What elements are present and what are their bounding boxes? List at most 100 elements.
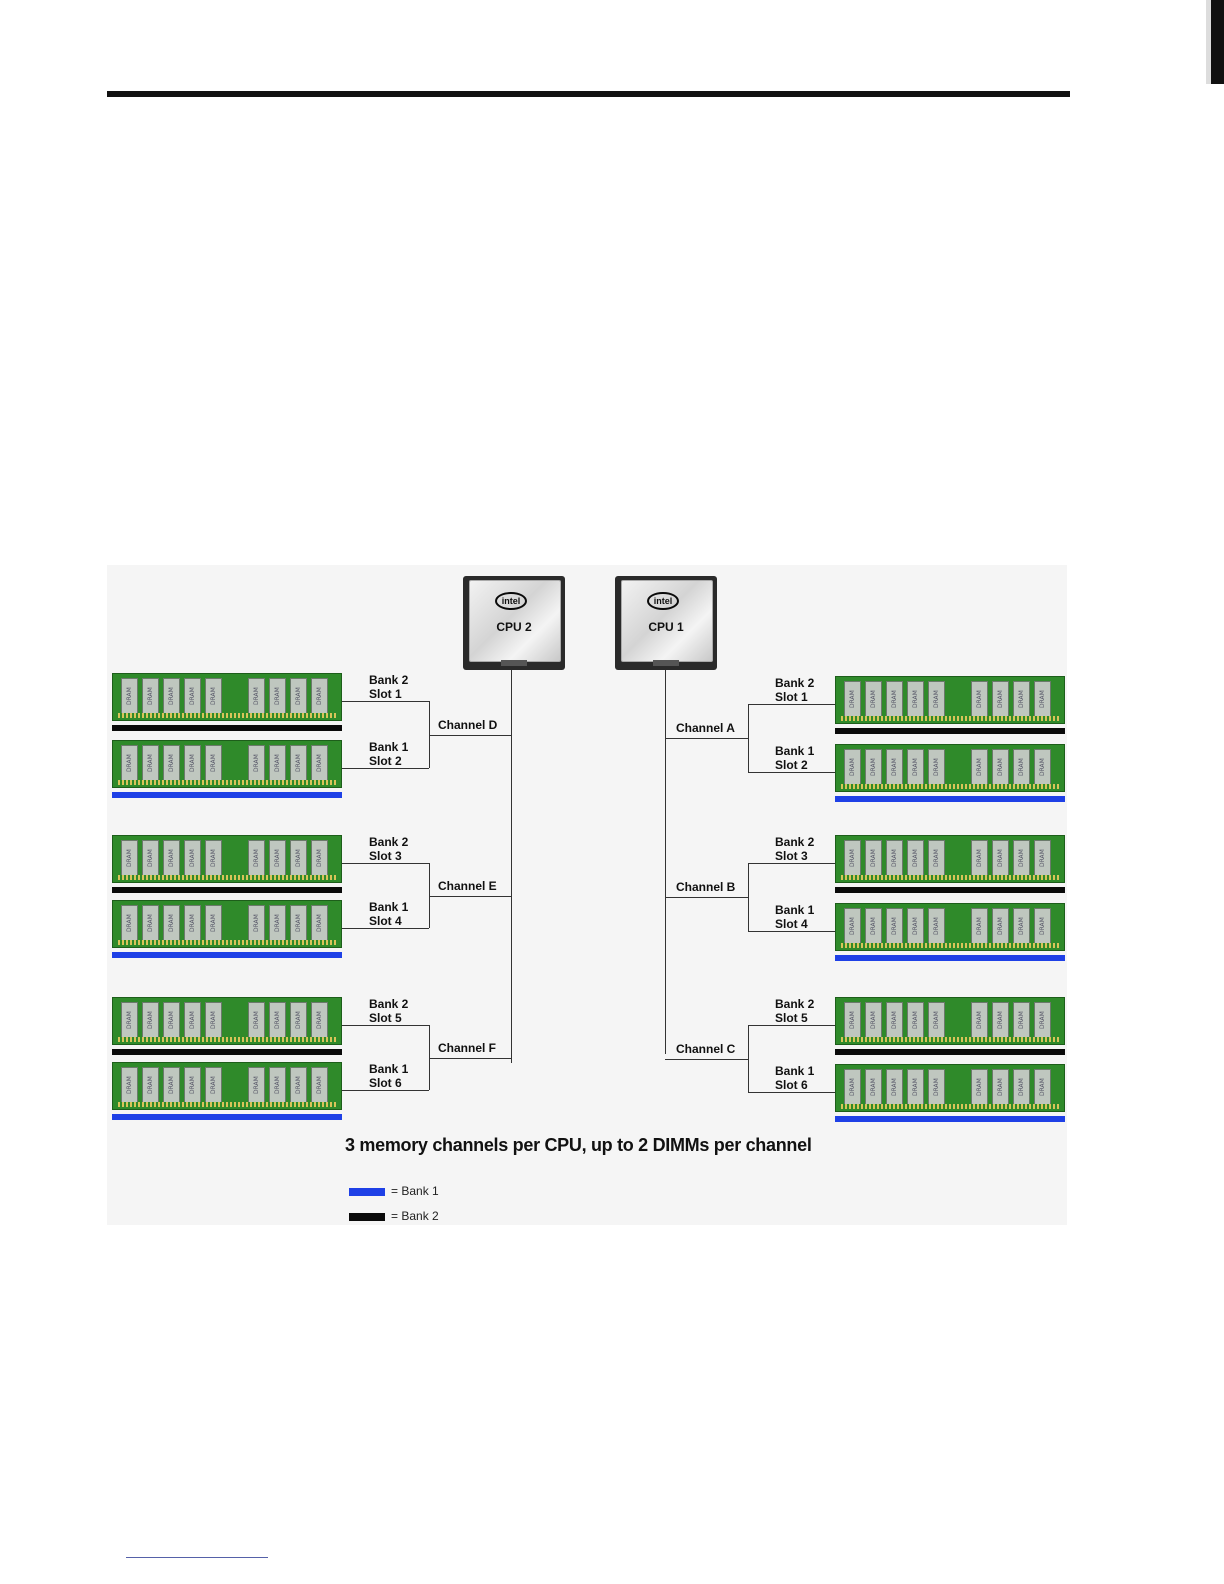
dram-chip: DRAM — [142, 905, 159, 941]
dram-chip: DRAM — [121, 1002, 138, 1038]
dram-chip: DRAM — [1013, 749, 1030, 785]
channel-label: Channel F — [438, 1041, 497, 1055]
dram-chip: DRAM — [865, 749, 882, 785]
page-edge-mark — [1206, 0, 1224, 84]
bank-stripe — [112, 1114, 342, 1120]
dram-chip: DRAM — [992, 749, 1009, 785]
dram-chip: DRAM — [1034, 681, 1051, 717]
dram-chip: DRAM — [269, 840, 286, 876]
legend-bank2-swatch — [349, 1213, 385, 1221]
dimm-connector-line — [748, 772, 835, 773]
dram-chip: DRAM — [844, 1002, 861, 1038]
dimm-connector-line — [748, 704, 835, 705]
dram-chip: DRAM — [1034, 908, 1051, 944]
dram-chip: DRAM — [184, 745, 201, 781]
dram-chip: DRAM — [311, 1002, 328, 1038]
channel-link-line — [665, 897, 748, 898]
footer-rule — [126, 1557, 268, 1558]
dram-chip: DRAM — [311, 1067, 328, 1103]
dram-chip: DRAM — [163, 678, 180, 714]
dram-chip: DRAM — [248, 1002, 265, 1038]
dram-chip: DRAM — [290, 840, 307, 876]
dram-chip: DRAM — [121, 840, 138, 876]
dram-chip: DRAM — [886, 1002, 903, 1038]
channel-label: Channel B — [676, 880, 736, 894]
dram-chip: DRAM — [844, 840, 861, 876]
dram-chip: DRAM — [184, 1067, 201, 1103]
dram-chip: DRAM — [928, 1069, 945, 1105]
dram-chip: DRAM — [844, 908, 861, 944]
dimm-connector-line — [748, 1025, 835, 1026]
dram-chip: DRAM — [928, 749, 945, 785]
dram-chip: DRAM — [971, 681, 988, 717]
dram-chip: DRAM — [1013, 681, 1030, 717]
dram-chip: DRAM — [928, 681, 945, 717]
dram-chip: DRAM — [290, 745, 307, 781]
dram-chip: DRAM — [1013, 1069, 1030, 1105]
dram-chip: DRAM — [248, 678, 265, 714]
dram-chip: DRAM — [886, 908, 903, 944]
dram-chip: DRAM — [290, 1067, 307, 1103]
dram-chip: DRAM — [928, 908, 945, 944]
dram-chip: DRAM — [971, 1002, 988, 1038]
dram-chip: DRAM — [142, 745, 159, 781]
channel-link-line — [429, 1058, 511, 1059]
dram-chip: DRAM — [1013, 840, 1030, 876]
dram-chip: DRAM — [865, 1069, 882, 1105]
channel-link-line — [429, 735, 511, 736]
dram-chip: DRAM — [269, 678, 286, 714]
dram-chip: DRAM — [844, 1069, 861, 1105]
dram-chip: DRAM — [205, 905, 222, 941]
bank-stripe — [835, 955, 1065, 961]
dram-chip: DRAM — [992, 908, 1009, 944]
dram-chip: DRAM — [184, 840, 201, 876]
dram-chip: DRAM — [971, 840, 988, 876]
dram-chip: DRAM — [886, 1069, 903, 1105]
channel-branch-line — [748, 704, 749, 772]
dram-chip: DRAM — [971, 908, 988, 944]
dram-chip: DRAM — [311, 745, 328, 781]
bank-stripe — [835, 1116, 1065, 1122]
bank-stripe — [112, 792, 342, 798]
channel-branch-line — [748, 863, 749, 931]
intel-logo-icon: intel — [495, 592, 527, 610]
header-rule — [107, 91, 1070, 97]
dimm-connector-line — [748, 1092, 835, 1093]
bank-stripe — [835, 1049, 1065, 1055]
dram-chip: DRAM — [142, 678, 159, 714]
cpu2-chip: intel CPU 2 — [463, 576, 565, 670]
dram-chip: DRAM — [907, 1069, 924, 1105]
dram-chip: DRAM — [311, 840, 328, 876]
bank-stripe — [835, 887, 1065, 893]
dimm-connector-line — [342, 863, 429, 864]
channel-link-line — [665, 1059, 748, 1060]
dram-chip: DRAM — [248, 745, 265, 781]
dram-chip: DRAM — [865, 840, 882, 876]
dram-chip: DRAM — [1034, 1002, 1051, 1038]
channel-label: Channel C — [676, 1042, 736, 1056]
bank-stripe — [112, 952, 342, 958]
dram-chip: DRAM — [1013, 908, 1030, 944]
dram-chip: DRAM — [992, 681, 1009, 717]
dram-chip: DRAM — [269, 1067, 286, 1103]
channel-branch-line — [429, 1025, 430, 1090]
channel-link-line — [665, 738, 748, 739]
dram-chip: DRAM — [184, 905, 201, 941]
dimm-connector-line — [748, 863, 835, 864]
dram-chip: DRAM — [886, 749, 903, 785]
dram-chip: DRAM — [886, 681, 903, 717]
legend-bank2-text: = Bank 2 — [391, 1209, 439, 1223]
dram-chip: DRAM — [886, 840, 903, 876]
bank-stripe — [835, 796, 1065, 802]
intel-logo-icon: intel — [647, 592, 679, 610]
dram-chip: DRAM — [971, 1069, 988, 1105]
memory-channel-diagram: intel CPU 2 intel CPU 1 3 memory channel… — [107, 565, 1067, 1225]
